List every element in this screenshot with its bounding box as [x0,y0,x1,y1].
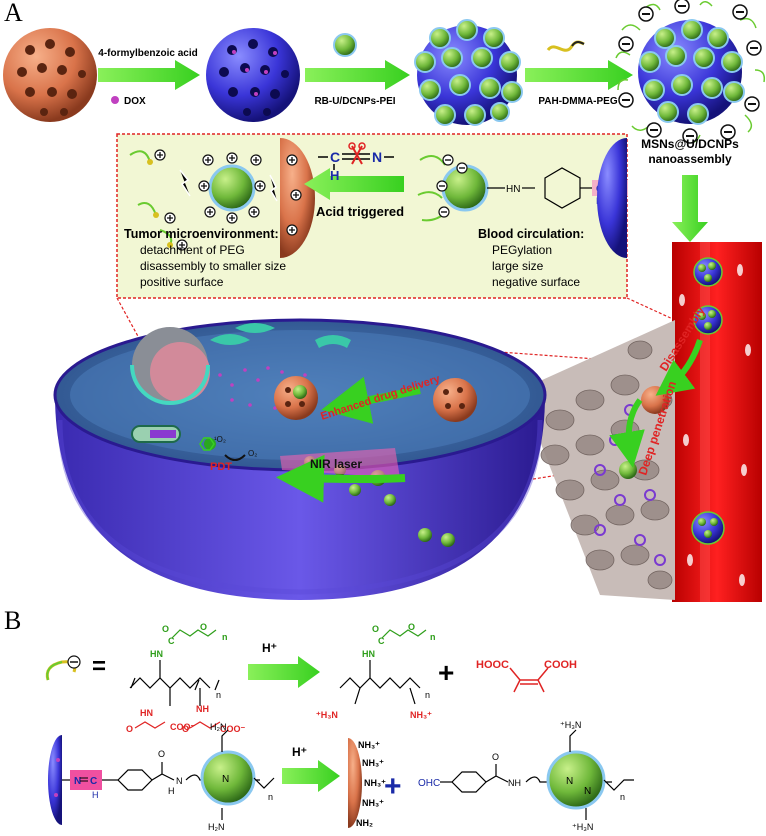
svg-text:COO⁻: COO⁻ [170,722,196,732]
svg-text:N: N [372,149,382,165]
svg-text:H₂N: H₂N [208,822,225,832]
svg-text:COO⁻: COO⁻ [220,724,246,734]
svg-text:N: N [222,774,229,785]
panel-b-letter: B [4,606,22,635]
svg-text:C: C [330,149,340,165]
nir-laser-label: NIR laser [310,457,362,471]
svg-text:=: = [92,653,106,680]
blood-circulation-illustration: HN C N H [417,138,628,258]
panel-b-row2: N C H O H N N H₂N H₂N n H⁺ NH₃⁺ NH₃⁺ NH₃… [48,720,634,832]
svg-text:H: H [168,786,175,796]
svg-text:NH₃⁺: NH₃⁺ [362,798,384,808]
svg-text:H: H [92,790,99,800]
svg-text:O: O [182,724,189,734]
blood-line-1: large size [492,259,544,273]
blood-line-0: PEGylation [492,243,552,257]
oxygen-label: O₂ [248,449,257,458]
blood-vessel [672,242,762,602]
svg-text:n: n [425,690,430,700]
svg-text:H₂N: H₂N [210,722,227,732]
product-label-line1: MSNs@U/DCNPs [641,137,739,151]
dox-loaded-msn-particle [206,28,300,122]
blood-title: Blood circulation: [478,227,584,241]
tumor-line-1: disassembly to smaller size [140,259,286,273]
nanoassembly-particle [615,0,766,144]
svg-text:NH₃⁺: NH₃⁺ [358,740,380,750]
svg-text:n: n [268,792,273,802]
svg-text:N: N [176,776,183,786]
svg-text:H: H [330,168,339,183]
svg-text:NH₃⁺: NH₃⁺ [364,778,386,788]
tumor-title: Tumor microenvironment: [124,227,279,241]
panel-a-letter: A [4,0,23,27]
svg-text:n: n [430,632,436,642]
bare-msn-particle [3,28,97,122]
tumor-tissue [520,320,703,600]
ucnp-decorated-msn-particle [414,19,523,126]
tumor-line-0: detachment of PEG [140,243,245,257]
svg-text:NH₂: NH₂ [356,818,373,828]
svg-text:C: C [90,776,97,787]
svg-text:NH: NH [196,704,209,714]
peg-chain-icon [546,40,585,52]
svg-text:O: O [492,752,499,762]
ucnp-icon [333,33,357,57]
svg-text:NH: NH [508,778,521,788]
svg-text:HOOC: HOOC [476,659,509,671]
product-label-line2: nanoassembly [648,152,732,166]
svg-text:H⁺: H⁺ [292,745,307,759]
dox-icon [111,96,119,104]
step2-arrow [305,60,410,90]
svg-text:NH₃⁺: NH₃⁺ [410,710,432,720]
imine-cleavage-icon: C N H [318,142,394,183]
svg-text:N: N [566,776,573,787]
svg-text:+: + [384,770,402,803]
svg-text:HN: HN [150,649,163,659]
svg-text:⁺H₃N: ⁺H₃N [560,720,581,730]
svg-text:⁺H₃N: ⁺H₃N [572,822,593,832]
svg-text:NH₃⁺: NH₃⁺ [362,758,384,768]
acid-triggered-arrow [304,168,404,200]
pdt-label: PDT [210,461,232,473]
cell-cutaway [53,318,547,600]
singlet-oxygen-label: ¹O₂ [214,435,226,444]
svg-text:O: O [126,724,133,734]
panel-b-row1: = n HN C O O n HN O COO⁻ NH O COO⁻ H⁺ [45,622,577,734]
dox-label: DOX [124,96,146,107]
svg-text:OHC: OHC [418,778,440,789]
svg-text:N: N [584,786,591,797]
svg-text:O: O [162,624,169,634]
blood-line-2: negative surface [492,275,580,289]
svg-text:HN: HN [362,649,375,659]
svg-text:n: n [620,792,625,802]
svg-text:N: N [74,776,81,787]
svg-text:n: n [222,632,228,642]
svg-text:COOH: COOH [544,659,577,671]
svg-text:O: O [408,622,415,632]
svg-text:O: O [372,624,379,634]
step1-arrow [98,60,200,90]
svg-text:O: O [200,622,207,632]
step1-label: 4-formylbenzoic acid [98,48,197,59]
svg-text:H⁺: H⁺ [262,641,277,655]
step3-arrow [525,60,633,90]
svg-text:+: + [438,657,454,688]
mechanism-box [116,133,628,299]
tumor-line-2: positive surface [140,275,224,289]
tumor-disassembled-illustration [129,138,315,258]
svg-text:C: C [378,636,385,646]
svg-text:O: O [158,749,165,759]
svg-text:⁺H₃N: ⁺H₃N [316,710,338,720]
svg-text:n: n [216,690,221,700]
to-vessel-arrow [672,175,708,242]
step2-label: RB-U/DCNPs-PEI [314,96,395,107]
svg-text:HN: HN [506,184,520,195]
acid-triggered-label: Acid triggered [316,204,404,219]
svg-text:C: C [168,636,175,646]
svg-text:HN: HN [140,708,153,718]
step3-label: PAH-DMMA-PEG [538,96,617,107]
